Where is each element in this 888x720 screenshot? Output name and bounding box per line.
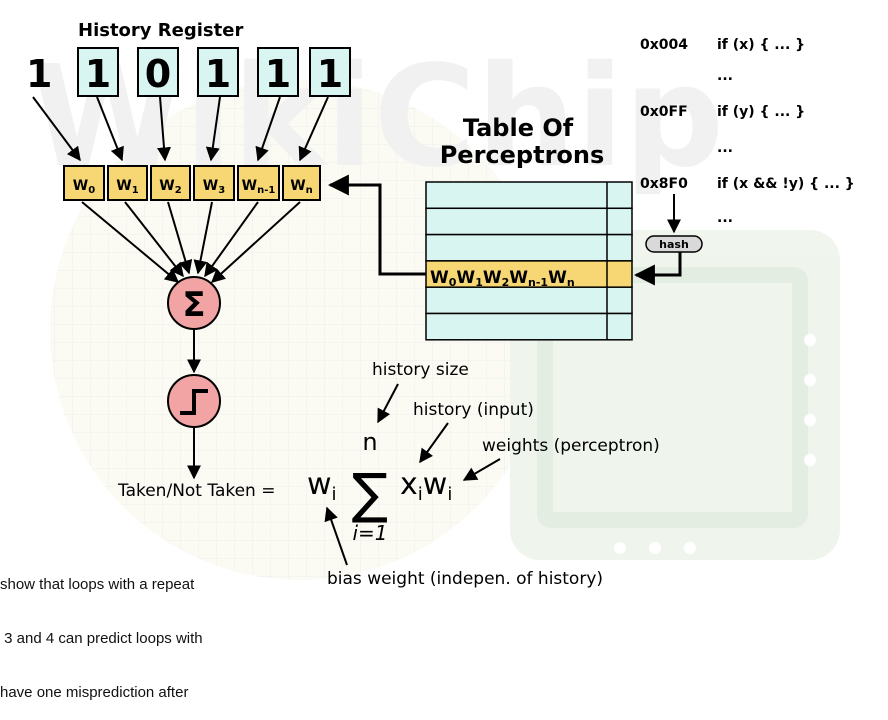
- code-address: 0x0FF: [640, 104, 688, 120]
- table-row: [425, 233, 633, 262]
- sum-symbol: Σ: [182, 285, 205, 325]
- history-bit: 1: [265, 52, 291, 96]
- weight-label: W2: [159, 178, 181, 196]
- formula-upper-limit: n: [362, 428, 377, 456]
- annotation-history-input: history (input): [413, 400, 534, 420]
- weight-label: W1: [116, 178, 138, 196]
- history-bit-box: [197, 47, 239, 97]
- perceptron-table: [425, 181, 633, 341]
- step-function-icon: [180, 389, 208, 415]
- code-statement: if (x) { ... }: [717, 37, 805, 53]
- table-title-line1: Table Of: [463, 114, 574, 142]
- weight-cells: W0 W1 W2 W3 Wn-1 Wn: [63, 165, 321, 201]
- outside-bit: 1: [26, 52, 52, 96]
- weight-label: Wn-1: [242, 178, 276, 196]
- code-statement: if (y) { ... }: [717, 104, 805, 120]
- annotation-bias: bias weight (indepen. of history): [327, 569, 603, 589]
- annotation-history-size: history size: [372, 360, 469, 380]
- code-address: 0x004: [640, 37, 688, 53]
- table-row: [425, 207, 633, 236]
- code-statement: ...: [717, 68, 733, 84]
- annotation-weights: weights (perceptron): [482, 436, 660, 456]
- code-statement: if (x && !y) { ... }: [717, 176, 855, 192]
- highlighted-row-text: W0W1W2Wn-1Wn: [430, 268, 575, 289]
- table-to-weights-arrow: [327, 174, 426, 276]
- history-bit-box: [137, 47, 179, 97]
- highlighted-row-weights: W0W1W2Wn-1Wn: [430, 268, 575, 289]
- history-bit-box: [309, 47, 351, 97]
- code-statement: ...: [717, 210, 733, 226]
- hash-box: [645, 235, 703, 253]
- weight-cell: [150, 165, 191, 201]
- caption-line: have one misprediction after: [0, 684, 189, 701]
- formula-lower-limit: i=1: [352, 521, 387, 545]
- weight-cell: [193, 165, 235, 201]
- formula-lhs: Taken/Not Taken =: [117, 481, 275, 501]
- history-bit-box: [257, 47, 299, 97]
- hash-label: hash: [659, 238, 689, 251]
- history-bit: 1: [317, 52, 343, 96]
- hash-to-table-arrow: [633, 252, 682, 286]
- formula-bias-weight: wi: [307, 467, 337, 505]
- table-row: [425, 286, 633, 315]
- history-bit: 0: [145, 52, 171, 96]
- weight-cell: [107, 165, 148, 201]
- weight-to-sum-arrows: [81, 201, 301, 283]
- caption-fragment: show that loops with a repeat 3 and 4 ca…: [0, 540, 300, 720]
- code-address: 0x8F0: [640, 176, 688, 192]
- history-bit-box: [77, 47, 119, 97]
- table-row: [425, 181, 633, 210]
- code-statement: ...: [717, 140, 733, 156]
- history-bit: 1: [205, 52, 231, 96]
- formula-history-term: xiwi: [400, 467, 452, 505]
- history-register-title: History Register: [78, 20, 243, 41]
- annotation-bias-arrow: [324, 506, 348, 566]
- bit-to-weight-arrows: [32, 96, 329, 162]
- caption-line: 3 and 4 can predict loops with: [0, 630, 203, 647]
- annotation-history-size-arrow: [377, 383, 399, 424]
- weight-label: Wn: [290, 178, 313, 196]
- weight-label: W0: [73, 178, 95, 196]
- code-listing: 0x004 if (x) { ... }... 0x0FF if (y) { ... …: [640, 37, 855, 226]
- weight-cell: [282, 165, 321, 201]
- table-title-line2: Perceptrons: [440, 141, 605, 169]
- caption-line: show that loops with a repeat: [0, 576, 195, 593]
- table-row-highlighted: [425, 260, 633, 288]
- annotation-weights-arrow: [462, 458, 501, 481]
- weight-cell: [63, 165, 105, 201]
- annotation-history-input-arrow: [419, 422, 449, 464]
- sum-node: [167, 276, 221, 330]
- table-row: [425, 312, 633, 341]
- history-bit: 1: [85, 52, 111, 96]
- weight-label: W3: [203, 178, 225, 196]
- formula-sigma: ∑: [352, 462, 388, 525]
- weight-cell: [237, 165, 280, 201]
